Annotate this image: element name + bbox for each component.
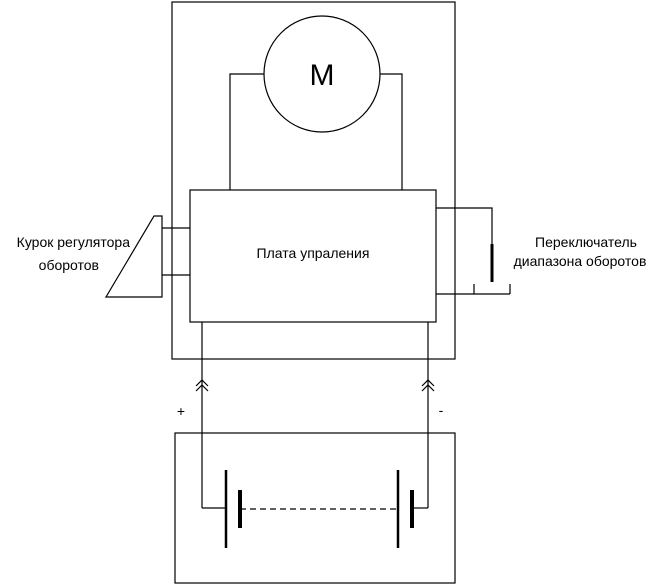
positive-label: + <box>177 403 185 419</box>
battery-pack <box>174 432 456 584</box>
trigger-label-line2: оборотов <box>39 257 99 273</box>
battery-box <box>174 432 456 584</box>
trigger-shape <box>104 215 163 298</box>
control-board-box <box>189 189 437 323</box>
range-switch-label-line2: диапазона оборотов <box>514 253 647 269</box>
negative-label: - <box>439 402 444 418</box>
motor-wire-right <box>379 73 403 190</box>
motor-circle <box>263 15 381 133</box>
control-board: Плата упраления <box>189 189 437 323</box>
range-switch-label-line1: Переключатель <box>535 234 637 250</box>
control-board-label: Плата упраления <box>257 245 370 261</box>
speed-trigger: Курок регулятора оборотов <box>17 215 163 298</box>
switch-wire-top <box>436 207 493 282</box>
positive-connector-mark <box>195 379 209 392</box>
motor-wire-left <box>229 73 266 190</box>
trigger-label-line1: Курок регулятора <box>17 234 131 250</box>
negative-connector-mark <box>421 379 435 392</box>
motor: M <box>263 15 381 133</box>
range-switch: Переключатель диапазона оборотов <box>436 207 647 295</box>
tool-housing <box>171 1 456 360</box>
motor-label: M <box>310 59 335 92</box>
